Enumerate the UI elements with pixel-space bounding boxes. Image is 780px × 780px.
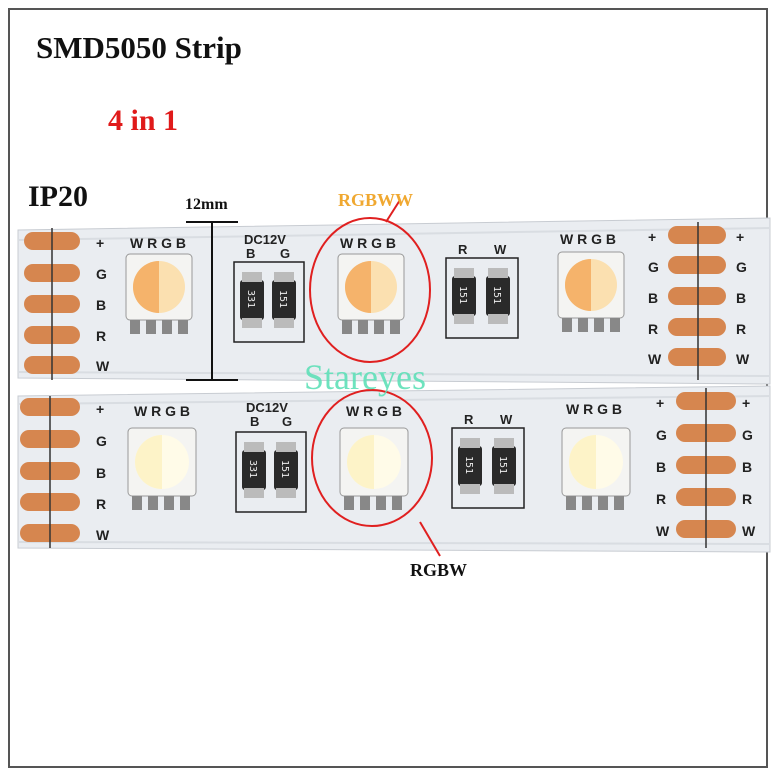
pad-label: G	[648, 259, 659, 275]
resistor-pair	[233, 261, 305, 343]
pad-label: G	[96, 266, 107, 282]
pad-label: G	[742, 427, 753, 443]
ip-rating: IP20	[28, 180, 88, 213]
resistor-label: G	[280, 246, 290, 261]
pointer-line	[419, 521, 441, 557]
resistor-label: W	[494, 242, 507, 257]
width-label: 12mm	[185, 196, 228, 213]
resistor-pair	[445, 257, 519, 339]
resistor-label: B	[246, 246, 255, 261]
watermark: Stareyes	[304, 357, 426, 397]
pad-label: +	[96, 401, 104, 417]
pad-label: B	[736, 290, 746, 306]
pad-label: +	[96, 235, 104, 251]
resistor-code: 151	[457, 286, 468, 304]
led-pin-labels: W R G B	[134, 403, 190, 419]
pad-label: B	[96, 297, 106, 313]
resistor-pair	[451, 427, 525, 509]
resistor-code: 151	[277, 290, 288, 308]
led-chip	[337, 253, 405, 334]
led-chip	[339, 427, 409, 510]
led-chip	[125, 253, 193, 334]
pad-label: B	[742, 459, 752, 475]
width-dimension-marker	[186, 221, 238, 381]
pad-label: B	[96, 465, 106, 481]
pointer-line	[385, 199, 401, 223]
pad-label: R	[96, 496, 106, 512]
pad-label: G	[736, 259, 747, 275]
pad-label: +	[742, 395, 750, 411]
resistor-label: W	[500, 412, 513, 427]
pad-label: +	[656, 395, 664, 411]
pad-label: W	[96, 527, 110, 543]
rgbw-label: RGBW	[410, 560, 468, 580]
pad-label: W	[648, 351, 662, 367]
pad-label: R	[648, 321, 658, 337]
resistor-code: 151	[497, 456, 508, 474]
pad-label: +	[648, 229, 656, 245]
pad-label: R	[736, 321, 746, 337]
highlight-circle-rgbww	[309, 217, 431, 363]
rgbww-label: RGBWW	[338, 190, 414, 210]
pad-label: R	[656, 491, 666, 507]
pad-label: W	[736, 351, 750, 367]
pad-label: B	[656, 459, 666, 475]
resistor-code: 331	[247, 460, 258, 478]
resistor-code: 151	[463, 456, 474, 474]
led-pin-labels: W R G B	[566, 401, 622, 417]
led-pin-labels: W R G B	[130, 235, 186, 251]
resistor-pair	[235, 431, 307, 513]
led-chip	[557, 251, 625, 332]
pad-label: +	[736, 229, 744, 245]
pad-label: R	[742, 491, 752, 507]
highlight-circle-rgbw	[311, 389, 433, 527]
resistor-label: R	[464, 412, 474, 427]
led-pin-labels: W R G B	[340, 235, 396, 251]
resistor-label: B	[250, 414, 259, 429]
pad-label: B	[648, 290, 658, 306]
voltage-label: DC12V	[244, 232, 286, 247]
resistor-code: 331	[245, 290, 256, 308]
pad-label: G	[656, 427, 667, 443]
page-title: SMD5050 Strip	[36, 30, 242, 65]
led-chip	[127, 427, 197, 510]
resistor-label: R	[458, 242, 468, 257]
copper-pads-top-right	[668, 226, 726, 366]
resistor-code: 151	[279, 460, 290, 478]
pad-label: G	[96, 433, 107, 449]
pad-label: W	[742, 523, 756, 539]
voltage-label: DC12V	[246, 400, 288, 415]
led-chip	[561, 427, 631, 510]
subtitle: 4 in 1	[108, 104, 179, 137]
pad-label: W	[96, 358, 110, 374]
pad-label: R	[96, 328, 106, 344]
led-pin-labels: W R G B	[346, 403, 402, 419]
pad-label: W	[656, 523, 670, 539]
led-pin-labels: W R G B	[560, 231, 616, 247]
resistor-label: G	[282, 414, 292, 429]
resistor-code: 151	[491, 286, 502, 304]
